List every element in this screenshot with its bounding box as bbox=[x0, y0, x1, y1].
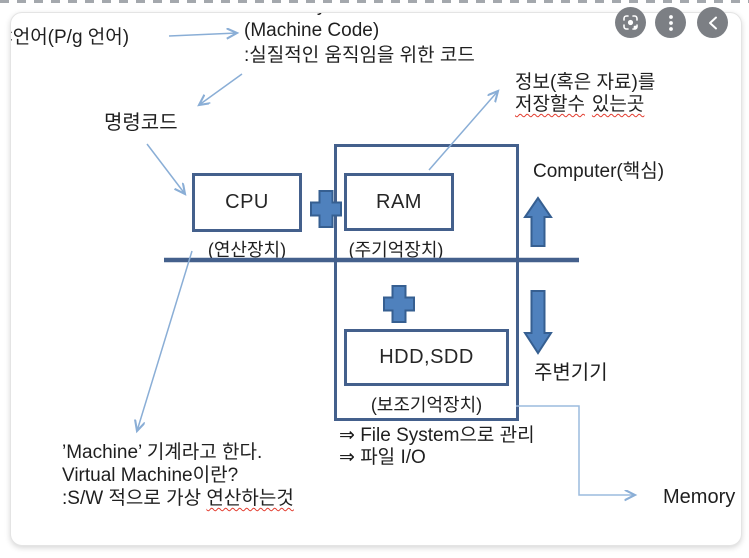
collapse-button[interactable] bbox=[697, 7, 728, 38]
assembly-line-3: :실질적인 움직임을 위한 코드 bbox=[244, 45, 475, 66]
ram-label: RAM bbox=[376, 190, 422, 213]
lens-icon bbox=[623, 15, 638, 30]
more-options-icon bbox=[668, 14, 673, 31]
machine-line-1: ’Machine’ 기계라고 한다. bbox=[62, 442, 263, 463]
label-memory: Memory bbox=[663, 486, 736, 508]
hdd-label: HDD,SDD bbox=[379, 346, 474, 368]
ram-caption: (주기억장치) bbox=[348, 240, 444, 260]
note-command-code: 명령코드 bbox=[104, 112, 178, 134]
machine-line-3-prefix: :S/W 적으로 가상 bbox=[62, 488, 207, 509]
up-block-arrow bbox=[523, 196, 553, 247]
info-line-1: 정보(혹은 자료)를 bbox=[515, 72, 656, 93]
info-line-2: 저장할수 있는곳 bbox=[515, 94, 655, 116]
crop-dashed-edge bbox=[0, 0, 749, 3]
image-card: C언어(P/g 언어) Assembly Code (Machine Code)… bbox=[10, 12, 742, 546]
cpu-box: CPU bbox=[192, 173, 302, 232]
cpu-caption: (연산장치) bbox=[207, 240, 287, 260]
file-system-line-1: ⇒ File System으로 관리 bbox=[339, 425, 535, 446]
outer-memory-box bbox=[334, 144, 519, 421]
collapse-left-icon bbox=[708, 16, 717, 29]
machine-line-3: :S/W 적으로 가상 연산하는것 bbox=[62, 487, 294, 510]
assembly-line-1: Assembly Code bbox=[244, 13, 475, 18]
arrow-lang-to-assembly bbox=[168, 33, 237, 36]
arrow-cpu-to-machine-note bbox=[137, 250, 193, 431]
more-options-button[interactable] bbox=[655, 7, 686, 38]
assembly-line-2: (Machine Code) bbox=[244, 20, 380, 41]
note-machine: ’Machine’ 기계라고 한다. Virtual Machine이란? :S… bbox=[62, 441, 294, 510]
cpu-label: CPU bbox=[225, 191, 269, 213]
down-block-arrow bbox=[523, 290, 553, 355]
lens-button[interactable] bbox=[615, 7, 646, 38]
info-word-2: 있는곳 bbox=[591, 94, 645, 115]
arrow-command-code-to-cpu bbox=[146, 143, 185, 194]
ram-box: RAM bbox=[344, 173, 454, 231]
hdd-caption: (보조기억장치) bbox=[370, 395, 483, 415]
machine-line-3-misspelled: 연산하는것 bbox=[206, 488, 294, 509]
file-system-line-2: ⇒ 파일 I/O bbox=[339, 447, 426, 468]
hdd-box: HDD,SDD bbox=[344, 329, 509, 386]
note-c-language: C언어(P/g 언어) bbox=[10, 27, 130, 48]
note-file-system: ⇒ File System으로 관리 ⇒ 파일 I/O bbox=[339, 425, 535, 469]
note-info-storage: 정보(혹은 자료)를 저장할수 있는곳 bbox=[515, 72, 655, 116]
arrow-assembly-to-command-code bbox=[199, 73, 243, 105]
label-computer-core: Computer(핵심) bbox=[533, 161, 665, 182]
note-assembly-code: Assembly Code (Machine Code) :실질적인 움직임을 … bbox=[244, 13, 475, 68]
diagram-area: C언어(P/g 언어) Assembly Code (Machine Code)… bbox=[11, 13, 741, 545]
machine-line-2: Virtual Machine이란? bbox=[62, 465, 239, 486]
info-word-1: 저장할수 bbox=[515, 94, 585, 115]
label-peripherals: 주변기기 bbox=[534, 362, 608, 384]
